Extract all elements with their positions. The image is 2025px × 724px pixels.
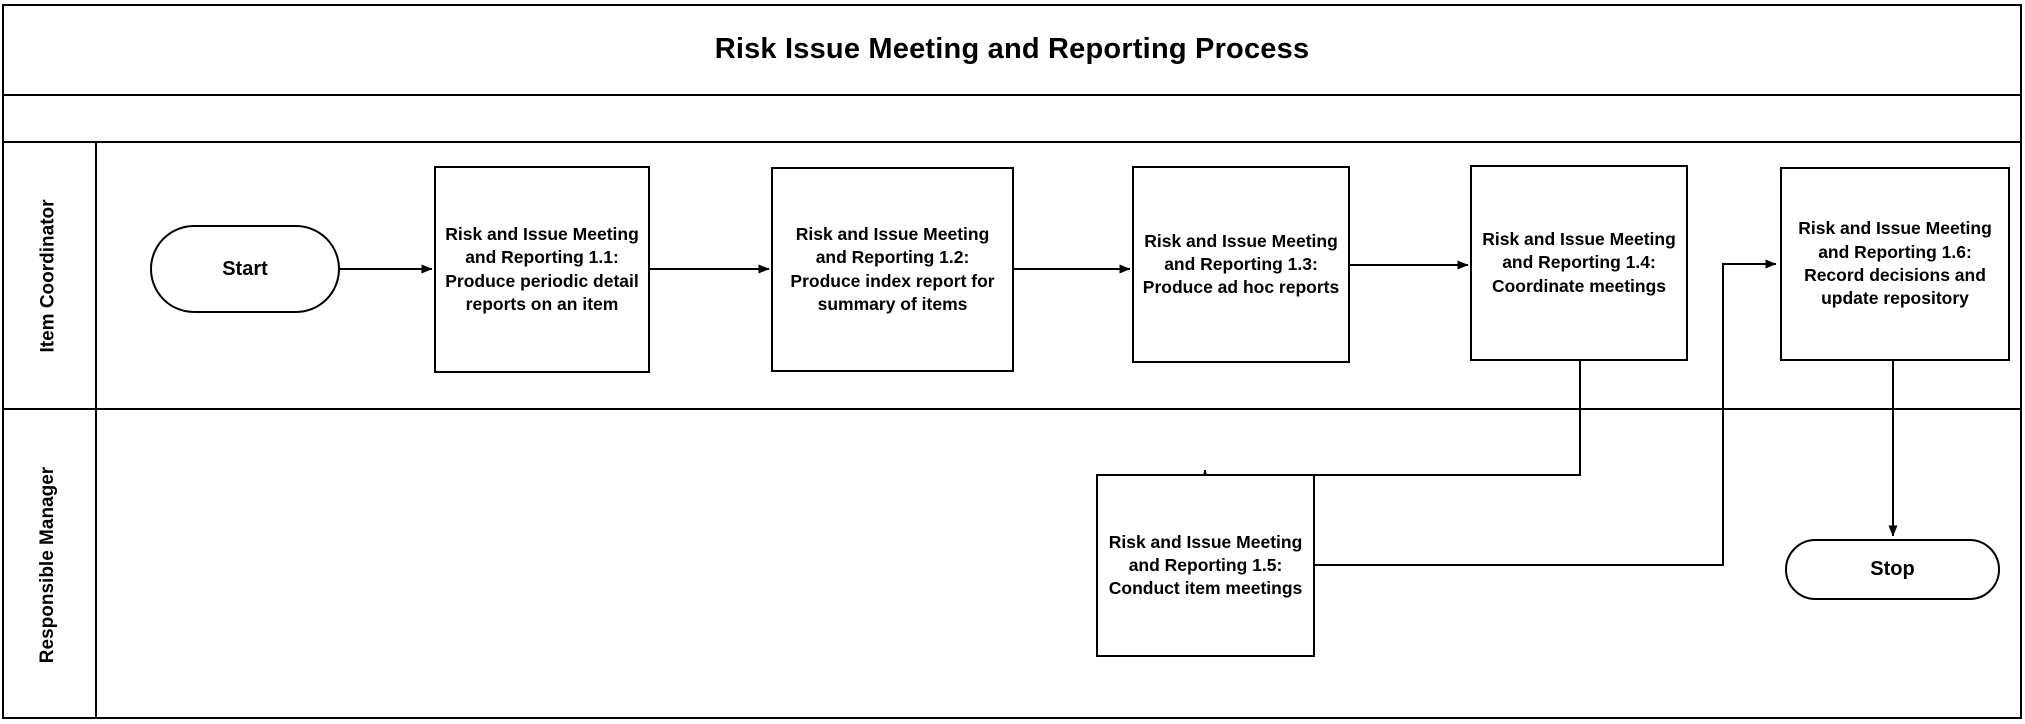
node-process-1-3-label: Risk and Issue Meeting and Reporting 1.3… xyxy=(1142,230,1340,298)
swimlane-label-cell-responsible-manager: Responsible Manager xyxy=(2,410,97,719)
node-start[interactable]: Start xyxy=(150,225,340,313)
node-process-1-1[interactable]: Risk and Issue Meeting and Reporting 1.1… xyxy=(434,166,650,373)
page-title: Risk Issue Meeting and Reporting Process xyxy=(714,32,1310,65)
node-process-1-6[interactable]: Risk and Issue Meeting and Reporting 1.6… xyxy=(1780,167,2010,361)
node-process-1-2[interactable]: Risk and Issue Meeting and Reporting 1.2… xyxy=(771,167,1014,372)
swimlane-label-item-coordinator: Item Coordinator xyxy=(37,198,59,353)
swimlane-item-coordinator: Item Coordinator xyxy=(2,143,2022,410)
node-stop-label: Stop xyxy=(1870,558,1915,581)
node-process-1-1-label: Risk and Issue Meeting and Reporting 1.1… xyxy=(445,223,639,314)
node-process-1-4[interactable]: Risk and Issue Meeting and Reporting 1.4… xyxy=(1470,165,1688,361)
header-spacer-band xyxy=(2,96,2022,143)
node-process-1-3[interactable]: Risk and Issue Meeting and Reporting 1.3… xyxy=(1132,166,1350,363)
node-process-1-6-label: Risk and Issue Meeting and Reporting 1.6… xyxy=(1798,218,1992,309)
node-process-1-5-label: Risk and Issue Meeting and Reporting 1.5… xyxy=(1108,531,1303,599)
diagram-frame xyxy=(2,4,2022,719)
swimlane-label-cell-item-coordinator: Item Coordinator xyxy=(2,143,97,408)
node-process-1-5[interactable]: Risk and Issue Meeting and Reporting 1.5… xyxy=(1096,474,1315,657)
node-process-1-2-label: Risk and Issue Meeting and Reporting 1.2… xyxy=(790,223,995,314)
node-process-1-4-label: Risk and Issue Meeting and Reporting 1.4… xyxy=(1482,229,1676,296)
node-stop[interactable]: Stop xyxy=(1785,539,2000,600)
swimlane-responsible-manager: Responsible Manager xyxy=(2,410,2022,719)
swimlane-label-responsible-manager: Responsible Manager xyxy=(37,466,59,663)
title-band: Risk Issue Meeting and Reporting Process xyxy=(2,4,2022,96)
node-start-label: Start xyxy=(222,257,268,280)
